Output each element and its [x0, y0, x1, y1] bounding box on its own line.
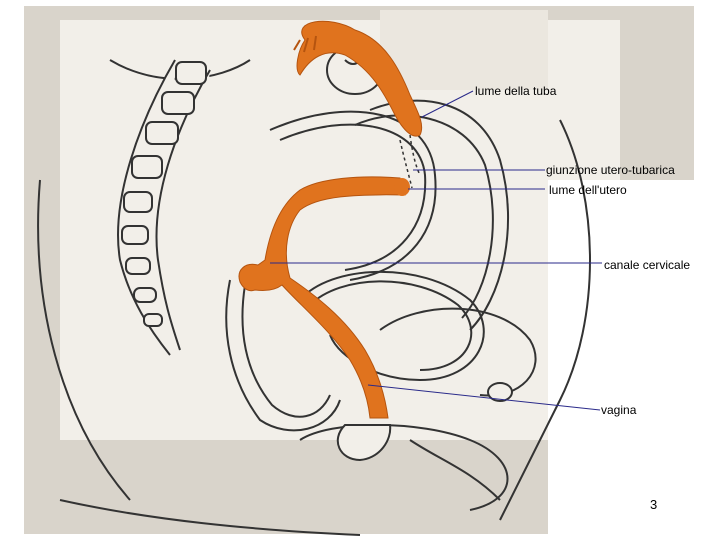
white-panel [548, 180, 694, 534]
slide-number: 3 [650, 497, 657, 512]
label-tube-lumen: lume della tuba [475, 84, 556, 98]
label-cervical-canal: canale cervicale [604, 258, 690, 272]
label-uterine-lumen: lume dell'utero [549, 183, 627, 197]
label-uterotubal-junction: giunzione utero-tubarica [546, 163, 675, 177]
label-vagina: vagina [601, 403, 636, 417]
